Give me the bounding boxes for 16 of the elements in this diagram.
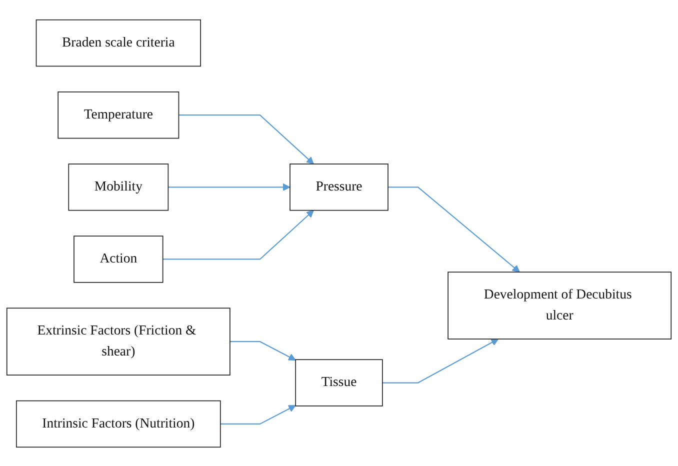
- node-box: Mobility: [68, 163, 169, 210]
- node-box: Tissue: [295, 358, 383, 406]
- arrow: [230, 340, 296, 360]
- arrow: [168, 182, 290, 190]
- node-box: Pressure: [290, 163, 388, 210]
- node-box: Extrinsic Factors (Friction & shear): [6, 307, 230, 375]
- node-box: Action: [74, 235, 164, 282]
- arrow: [220, 404, 296, 424]
- arrow: [388, 186, 520, 272]
- node-box: Braden scale criteria: [36, 18, 201, 66]
- arrow: [382, 338, 499, 383]
- node-box: Development of Decubitus ulcer: [448, 271, 672, 339]
- arrow: [178, 114, 314, 164]
- node-box: Intrinsic Factors (Nutrition): [16, 400, 221, 448]
- node-box: Temperature: [58, 91, 180, 138]
- arrow: [162, 210, 314, 260]
